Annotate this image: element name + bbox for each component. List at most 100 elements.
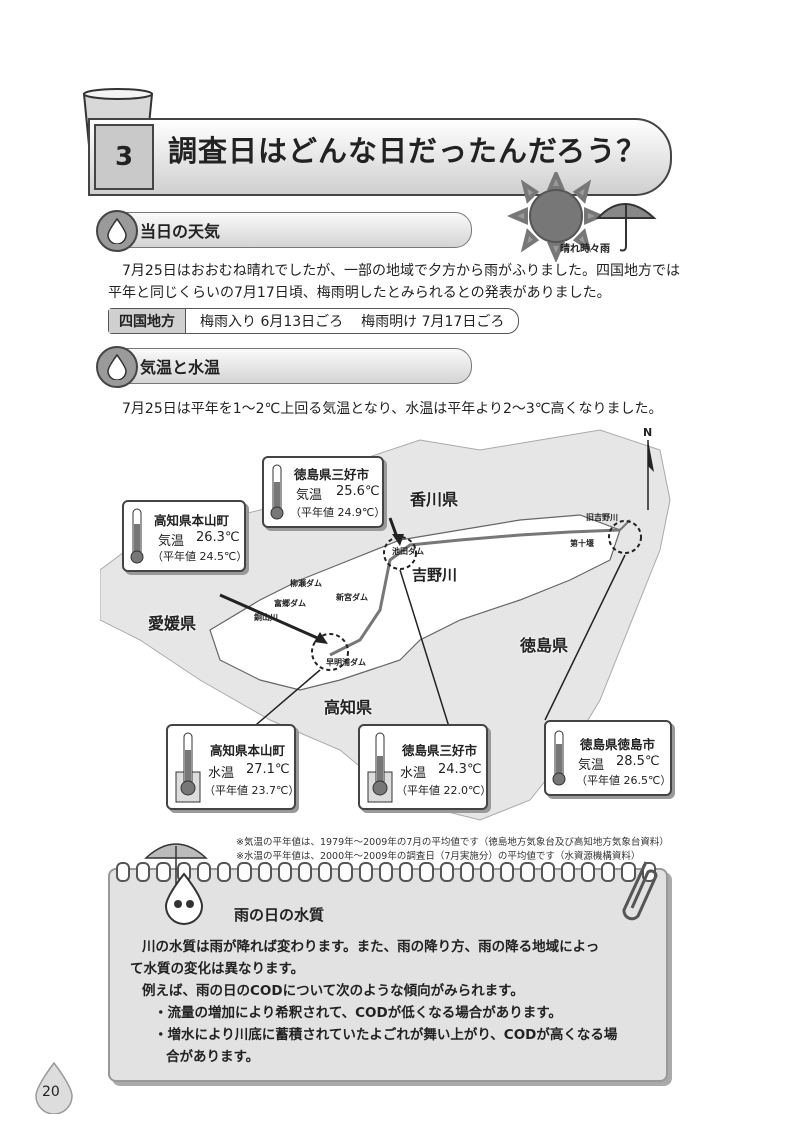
ring [196,862,212,882]
ring [419,862,434,882]
callout-name: 徳島県三好市 [402,743,478,758]
prefecture-kochi: 高知県 [324,698,373,717]
callout-normal: （平年値 23.7℃） [204,784,300,797]
ring [560,862,576,882]
ring [581,862,596,882]
ring [479,862,495,882]
ring [277,862,292,882]
weather-paragraph-line1: 7月25日はおおむね晴れでしたが、一部の地域で夕方から雨がふりました。四国地方で… [122,263,681,279]
callout-name: 高知県本山町 [210,743,286,758]
river-yoshino: 吉野川 [412,566,458,584]
thermometer-icon [270,464,284,524]
temp-paragraph: 7月25日は平年を1〜2℃上回る気温となり、水温は平年より2〜3℃高くなりました… [122,401,663,417]
rain-box-title: 雨の日の水質 [234,906,325,924]
page-number-drop [34,1061,74,1115]
rain-box-bullet2-cont: 合があります。 [166,1049,260,1065]
dam-ikeda: 池田ダム [392,547,424,556]
callout-air-miyoshi: 徳島県三好市 気温 25.6℃ （平年値 24.9℃） [262,456,386,528]
ring [237,862,252,882]
thermometer-icon [552,730,566,790]
weather-icon-label: 晴れ時々雨 [560,244,610,255]
rain-box-line2: て水質の変化は異なります。 [130,961,305,977]
thermometer-icon [130,508,144,568]
callout-label: 気温 [158,534,185,549]
ring [601,862,616,882]
water-drop-icon [96,210,138,252]
callout-value: 24.3℃ [438,762,482,777]
rainy-start: 梅雨入り 6月13日ごろ [200,314,344,330]
ring [338,862,353,882]
rain-box-bullet2: ・増水により川底に蓄積されていたよごれが舞い上がり、CODが高くなる場 [154,1027,618,1043]
prefecture-kagawa: 香川県 [410,490,459,509]
rain-box-line1: 川の水質は雨が降れば変わります。また、雨の降り方、雨の降る地域によっ [142,939,600,955]
prefecture-ehime: 愛媛県 [148,614,197,633]
ring [520,862,535,882]
callout-water-miyoshi: 徳島県三好市 水温 24.3℃ （平年値 22.0℃） [358,724,492,810]
callout-normal: （平年値 24.5℃） [152,550,248,563]
ring [378,862,394,882]
ring [399,862,414,882]
ring [217,862,232,882]
rain-box-line3: 例えば、雨の日のCODについて次のような傾向がみられます。 [142,983,524,999]
callout-name: 徳島県三好市 [294,467,370,482]
weather-paragraph-line2: 平年と同じくらいの7月17日頃、梅雨明したとみられるとの発表がありました。 [108,285,611,301]
dam-sameura: 早明浦ダム [326,658,366,667]
callout-label: 気温 [296,488,323,503]
callout-value: 28.5℃ [616,754,660,769]
thermometer-cup-icon [366,732,394,808]
paperclip-icon [616,858,660,932]
ring [318,862,333,882]
thermometer-cup-icon [174,732,202,808]
temp-heading: 気温と水温 [140,358,221,377]
ring [621,862,636,882]
callout-label: 水温 [400,766,427,781]
prefecture-tokushima: 徳島県 [520,636,569,655]
place-dai10: 第十堰 [570,539,594,548]
callout-water-motoyama: 高知県本山町 水温 27.1℃ （平年値 23.7℃） [166,724,300,810]
ring [136,862,151,882]
mascot-drop-icon [136,830,216,934]
ring [297,862,313,882]
header-banner [88,118,672,196]
weather-heading-pill [108,212,472,248]
callout-air-motoyama: 高知県本山町 気温 26.3℃ （平年値 24.5℃） [122,500,248,572]
ring [439,862,454,882]
dam-tomisato: 富郷ダム [274,599,306,608]
dam-shingu: 新宮ダム [336,593,368,602]
callout-value: 26.3℃ [196,530,240,545]
page-title: 調査日はどんな日だったんだろう？ [168,134,647,168]
ring [500,862,515,882]
callout-label: 水温 [208,766,235,781]
rain-box-bullet1: ・流量の増加により希釈されて、CODが低くなる場合があります。 [154,1005,562,1021]
callout-normal: （平年値 26.5℃） [576,774,672,787]
callout-normal: （平年値 24.9℃） [290,506,386,519]
ring [358,862,373,882]
ring [540,862,555,882]
ring [156,862,171,882]
rainy-season-table: 四国地方 梅雨入り 6月13日ごろ 梅雨明け 7月17日ごろ [108,308,520,334]
dam-yanase: 柳瀬ダム [290,579,322,588]
footnote-water: ※水温の平年値は、2000年〜2009年の調査日（7月実施分）の平均値です（水資… [236,851,641,862]
sun-rain-icon [506,168,666,264]
callout-name: 高知県本山町 [154,513,230,528]
rainy-region: 四国地方 [109,309,186,333]
river-dozan: 銅山川 [254,613,278,622]
section-number: 3 [94,124,154,190]
footnote-air: ※気温の平年値は、1979年〜2009年の7月の平均値です（徳島地方気象台及び高… [236,837,669,848]
callout-value: 25.6℃ [336,484,380,499]
place-kyu-yoshino: 旧吉野川 [586,513,618,522]
callout-label: 気温 [578,758,605,773]
temp-heading-pill [108,348,472,384]
ring [116,862,131,882]
weather-heading: 当日の天気 [140,222,221,241]
water-drop-icon [96,346,138,388]
ring [459,862,474,882]
callout-value: 27.1℃ [246,762,290,777]
callout-name: 徳島県徳島市 [580,737,656,752]
rainy-end: 梅雨明け 7月17日ごろ [361,314,505,330]
callout-air-tokushima: 徳島県徳島市 気温 28.5℃ （平年値 26.5℃） [544,720,672,796]
ring [257,862,272,882]
callout-normal: （平年値 22.0℃） [396,784,492,797]
page-number: 20 [42,1084,60,1100]
north-label: N [643,426,653,439]
